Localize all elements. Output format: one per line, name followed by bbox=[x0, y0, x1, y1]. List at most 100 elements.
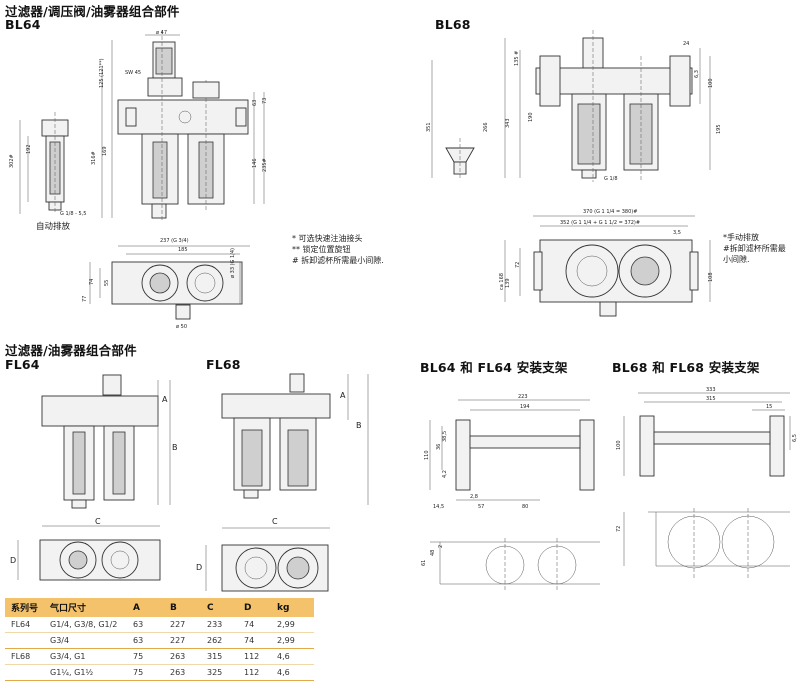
dim-d110: 110 bbox=[424, 450, 430, 460]
dim-d351: 351 bbox=[426, 122, 432, 132]
cell-kg: 2,99 bbox=[271, 617, 314, 633]
bl68-note-3: 小间隙. bbox=[723, 255, 750, 264]
dim-d24: 24 bbox=[683, 41, 689, 47]
dim-d195: 195 bbox=[716, 124, 722, 134]
bracket68-drawing bbox=[623, 392, 791, 580]
bl68-heading: BL68 bbox=[435, 17, 471, 32]
spec-table: 系列号 气口尺寸 A B C D kg FL64 G1/4, G3/8, G1/… bbox=[5, 598, 314, 681]
cell-d: 74 bbox=[238, 617, 271, 633]
dim-d77: 77 bbox=[82, 296, 88, 302]
dim-d190: 190 bbox=[528, 112, 534, 122]
dim-d50: ø 50 bbox=[176, 324, 187, 330]
dim-d108: 108 bbox=[708, 272, 714, 282]
cell-d: 74 bbox=[238, 632, 271, 649]
cell-a: 63 bbox=[127, 617, 164, 633]
dim-d370: 370 (G 1 1/4 = 380)# bbox=[583, 209, 637, 215]
dimension-labels: ø 47 SW 45 125 (121**) 63 73 146 235# 19… bbox=[9, 30, 798, 572]
bl68-notes: *手动排放 #拆卸滤杯所需最 小间隙. bbox=[723, 232, 786, 265]
header-port-size: 气口尺寸 bbox=[44, 598, 127, 617]
dim-d145: 14,5 bbox=[433, 504, 444, 510]
dim-c-fl64: C bbox=[95, 517, 101, 526]
header-c: C bbox=[201, 598, 238, 617]
dim-d57: 57 bbox=[478, 504, 484, 510]
dim-d352: 352 (G 1 1/4 + G 1 1/2 = 372)# bbox=[560, 220, 640, 226]
bl68-main-drawing bbox=[504, 30, 711, 182]
dim-d146: 146 bbox=[252, 158, 258, 168]
fl68-drawing bbox=[205, 373, 369, 592]
dim-d237: 237 (G 3/4) bbox=[160, 238, 189, 244]
dim-d55: 55 bbox=[104, 280, 110, 286]
dim-d-fl68: D bbox=[196, 563, 202, 572]
cell-b: 227 bbox=[164, 632, 201, 649]
dim-d316: 316# bbox=[91, 151, 97, 165]
bl64-heading: BL64 bbox=[5, 17, 41, 32]
cell-port: G1/4, G3/8, G1/2 bbox=[44, 617, 127, 633]
bl64-top-view-drawing bbox=[89, 245, 250, 320]
bl68-note-2: #拆卸滤杯所需最 bbox=[723, 244, 786, 253]
dim-d235: 235# bbox=[262, 158, 268, 172]
dim-d74: 74 bbox=[89, 279, 95, 285]
cell-c: 233 bbox=[201, 617, 238, 633]
cell-b: 227 bbox=[164, 617, 201, 633]
table-row: G3/4 63 227 262 74 2,99 bbox=[5, 632, 314, 649]
dim-c-fl68: C bbox=[272, 517, 278, 526]
bl68-note-1: *手动排放 bbox=[723, 233, 759, 242]
header-series: 系列号 bbox=[5, 598, 44, 617]
dim-d100b: 100 bbox=[616, 440, 622, 450]
cell-d: 112 bbox=[238, 664, 271, 681]
cell-series bbox=[5, 664, 44, 681]
dim-d42: 4,2 bbox=[442, 470, 448, 478]
dim-g18b: G 1/8 bbox=[604, 176, 618, 182]
fl64-heading: FL64 bbox=[5, 357, 40, 372]
dim-d139: 139 bbox=[505, 278, 511, 288]
dim-g18: G 1/8 - 5,5 bbox=[60, 211, 86, 217]
dim-d25: 2 bbox=[438, 545, 444, 548]
cell-series: FL64 bbox=[5, 617, 44, 633]
dim-d315: 315 bbox=[706, 396, 716, 402]
dim-d72b: 72 bbox=[616, 526, 622, 532]
bl64-notes: * 可选快速注油接头 ** 锁定位置旋钮 # 拆卸滤杯所需最小间隙. bbox=[292, 233, 384, 266]
cell-kg: 4,6 bbox=[271, 664, 314, 681]
cell-series: FL68 bbox=[5, 648, 44, 665]
table-row: FL64 G1/4, G3/8, G1/2 63 227 233 74 2,99 bbox=[5, 617, 314, 633]
dim-d65: 6,5 bbox=[792, 434, 798, 442]
dim-d266: 266 bbox=[483, 122, 489, 132]
cell-a: 75 bbox=[127, 648, 164, 665]
dim-d73: 73 bbox=[262, 98, 268, 104]
cell-port: G1¼, G1½ bbox=[44, 664, 127, 681]
bl68-drain-drawing bbox=[431, 60, 475, 178]
dim-d47: ø 47 bbox=[156, 30, 167, 36]
cell-c: 262 bbox=[201, 632, 238, 649]
frl-combo-heading: 过滤器/调压阀/油雾器组合部件 bbox=[5, 4, 180, 19]
header-a: A bbox=[127, 598, 164, 617]
cell-c: 315 bbox=[201, 648, 238, 665]
bl64-note-3: # 拆卸滤杯所需最小间隙. bbox=[292, 256, 384, 265]
cell-a: 75 bbox=[127, 664, 164, 681]
dim-a-fl68: A bbox=[340, 391, 346, 400]
cell-kg: 2,99 bbox=[271, 632, 314, 649]
cell-a: 63 bbox=[127, 632, 164, 649]
dim-d194: 194 bbox=[520, 404, 530, 410]
header-kg: kg bbox=[271, 598, 314, 617]
bl64-drain-filter-drawing bbox=[19, 112, 69, 214]
cell-d: 112 bbox=[238, 648, 271, 665]
cell-c: 325 bbox=[201, 664, 238, 681]
dim-d63b: 6,3 bbox=[694, 70, 700, 78]
bl64-note-2: ** 锁定位置旋钮 bbox=[292, 245, 351, 254]
bl64-note-1: * 可选快速注油接头 bbox=[292, 234, 363, 243]
dim-d185: 185 bbox=[178, 247, 188, 253]
dim-d33: ø 33 (G 1/4) bbox=[230, 248, 236, 278]
bl64-main-drawing bbox=[101, 30, 265, 222]
dim-d333: 333 bbox=[706, 387, 716, 393]
bracket64-drawing bbox=[429, 399, 600, 590]
dim-sw45: SW 45 bbox=[125, 70, 141, 76]
spec-table-header: 系列号 气口尺寸 A B C D kg bbox=[5, 598, 314, 617]
dim-d61: 61 bbox=[421, 560, 427, 566]
dim-d100: 100 bbox=[708, 78, 714, 88]
dim-d63: 63 bbox=[252, 100, 258, 106]
bracket68-heading: BL68 和 FL68 安装支架 bbox=[612, 360, 760, 375]
dim-d35: 3,5 bbox=[673, 230, 681, 236]
dim-d169: 169 bbox=[102, 146, 108, 156]
dim-d28: 2,8 bbox=[470, 494, 478, 500]
